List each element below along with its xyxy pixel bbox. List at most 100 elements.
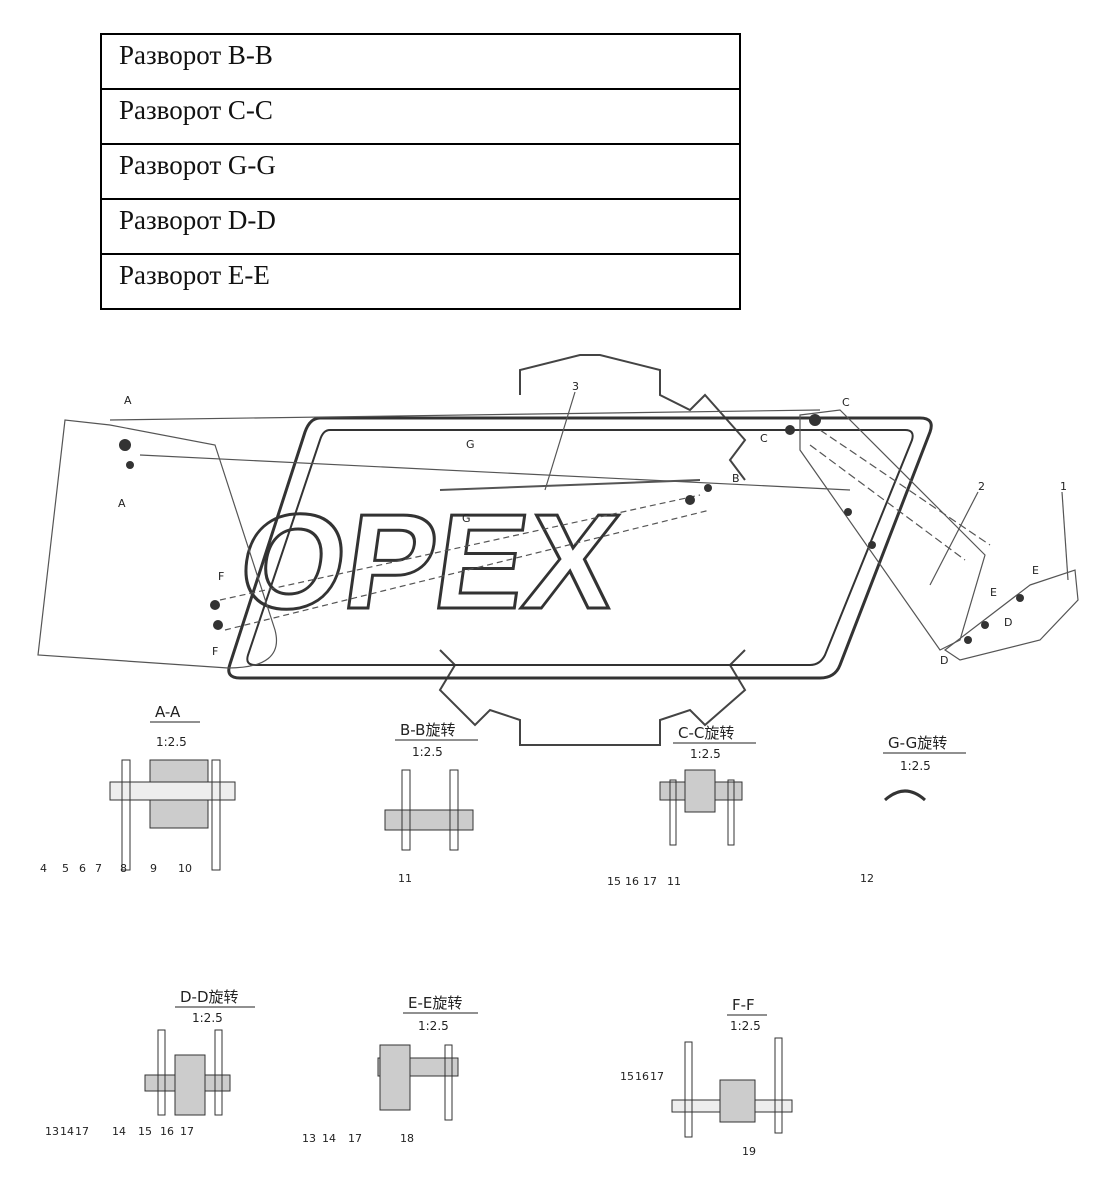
callout-17: 17: [643, 875, 657, 888]
callout-5: 5: [62, 862, 69, 875]
callout-10: 10: [178, 862, 192, 875]
bucket-bracket: [943, 569, 1079, 661]
section-c-c-drawing: [659, 769, 743, 846]
section-scale: 1:2.5: [900, 759, 931, 773]
callout-16: 16: [160, 1125, 174, 1138]
section-f-f: F-F 1:2.5 15 16 17 19: [620, 996, 793, 1158]
section-d-d: D-D旋转 1:2.5 13 14 17 14 15 16 17: [45, 988, 255, 1138]
watermark-gear: [438, 354, 747, 746]
part-number-3: 3: [572, 380, 579, 393]
pin-joints: [119, 414, 1024, 644]
section-d-d-drawing: [144, 1029, 231, 1116]
callout-9: 9: [150, 862, 157, 875]
frame-plate-left: [37, 419, 277, 669]
hydraulic-cylinder: [439, 479, 701, 491]
legend-row-cc[interactable]: Разворот C-C: [100, 88, 741, 145]
section-mark-a-bottom: A: [118, 497, 126, 510]
watermark-frame-inner: [246, 429, 914, 666]
callout-6: 6: [79, 862, 86, 875]
callout-15: 15: [620, 1070, 634, 1083]
main-view: [37, 391, 1079, 669]
section-mark-d-bottom: D: [940, 654, 948, 667]
legend-row: Разворот B-B: [100, 33, 741, 90]
section-mark-e-right: E: [1032, 564, 1039, 577]
pointer-part-1: [1061, 491, 1069, 581]
callout-18: 18: [400, 1132, 414, 1145]
section-mark-c-top: C: [842, 396, 850, 409]
section-a-a-drawing: [109, 759, 236, 871]
section-mark-d-right: D: [1004, 616, 1012, 629]
section-mark-g-bottom: G: [462, 512, 471, 525]
callout-17: 17: [180, 1125, 194, 1138]
callout-11: 11: [667, 875, 681, 888]
section-scale: 1:2.5: [412, 745, 443, 759]
boom-upper-edge: [109, 409, 821, 421]
legend-row: Разворот G-G: [100, 143, 741, 200]
callout-12: 12: [860, 872, 874, 885]
section-g-g-drawing: [883, 789, 927, 802]
section-e-e-drawing: [377, 1044, 459, 1121]
section-scale: 1:2.5: [690, 747, 721, 761]
callout-15: 15: [138, 1125, 152, 1138]
callout-17: 17: [348, 1132, 362, 1145]
legend-row-gg[interactable]: Разворот G-G: [100, 143, 741, 200]
legend-row-bb[interactable]: Разворот B-B: [100, 33, 741, 90]
callout-15: 15: [607, 875, 621, 888]
section-e-e: E-E旋转 1:2.5 13 14 17 18: [302, 994, 478, 1145]
section-mark-e-left: E: [990, 586, 997, 599]
assembly-drawing: OPEX 1 2 3 A A B C C G G F F E D D E: [37, 354, 1079, 1158]
callout-14: 14: [112, 1125, 126, 1138]
pointer-part-3: [544, 391, 576, 491]
section-b-b: B-B旋转 1:2.5 11: [384, 721, 478, 885]
pointer-part-2: [929, 491, 979, 586]
callout-14: 14: [322, 1132, 336, 1145]
arm-right: [799, 409, 986, 651]
boom-lower-edge: [139, 454, 851, 491]
callout-13: 13: [302, 1132, 316, 1145]
section-mark-b: B: [732, 472, 740, 485]
section-scale: 1:2.5: [192, 1011, 223, 1025]
callout-8: 8: [120, 862, 127, 875]
boom-link-1: [219, 494, 701, 601]
section-title: D-D旋转: [180, 988, 239, 1006]
section-mark-c-left: C: [760, 432, 768, 445]
callout-4: 4: [40, 862, 47, 875]
arm-cylinder: [809, 429, 991, 561]
callout-17: 17: [650, 1070, 664, 1083]
section-g-g: G-G旋转 1:2.5 12: [860, 734, 966, 885]
callout-7: 7: [95, 862, 102, 875]
watermark-frame-outer: [227, 416, 933, 680]
section-title: A-A: [155, 703, 181, 721]
section-b-b-drawing: [384, 769, 474, 851]
callout-13: 13: [45, 1125, 59, 1138]
section-title: G-G旋转: [888, 734, 947, 752]
boom-link-2: [224, 509, 711, 631]
section-mark-a-top: A: [124, 394, 132, 407]
section-title: B-B旋转: [400, 721, 455, 739]
part-number-1: 1: [1060, 480, 1067, 493]
section-mark-f-bottom: F: [212, 645, 218, 658]
callout-11: 11: [398, 872, 412, 885]
section-f-f-drawing: [671, 1037, 793, 1138]
legend-row: Разворот D-D: [100, 198, 741, 255]
callout-17: 17: [75, 1125, 89, 1138]
section-scale: 1:2.5: [730, 1019, 761, 1033]
legend-row: Разворот C-C: [100, 88, 741, 145]
section-title: F-F: [732, 996, 755, 1014]
section-title: C-C旋转: [678, 724, 734, 742]
part-number-2: 2: [978, 480, 985, 493]
callout-14: 14: [60, 1125, 74, 1138]
legend-row: Разворот E-E: [100, 253, 741, 310]
section-scale: 1:2.5: [156, 735, 187, 749]
section-mark-f-top: F: [218, 570, 224, 583]
section-c-c: C-C旋转 1:2.5 15 16 17 11: [607, 724, 756, 888]
callout-16: 16: [635, 1070, 649, 1083]
callout-16: 16: [625, 875, 639, 888]
section-a-a: A-A 1:2.5 4 5 6 7 8 9 10: [40, 703, 236, 875]
section-mark-g-top: G: [466, 438, 475, 451]
section-title: E-E旋转: [408, 994, 462, 1012]
legend-row-ee[interactable]: Разворот E-E: [100, 253, 741, 310]
watermark-text: OPEX: [230, 486, 626, 637]
legend-row-dd[interactable]: Разворот D-D: [100, 198, 741, 255]
section-scale: 1:2.5: [418, 1019, 449, 1033]
